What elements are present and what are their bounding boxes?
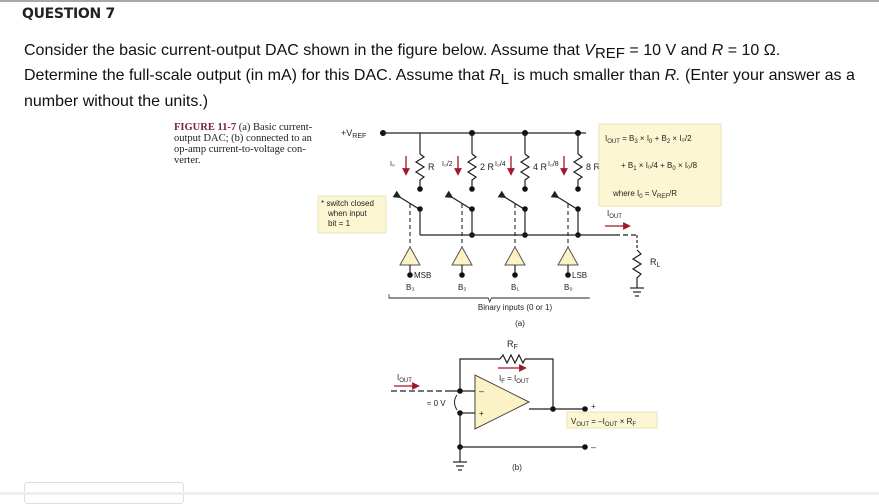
figure-caption: FIGURE 11-7 (a) Basic current-output DAC… — [174, 122, 314, 166]
branch-current-label: I₀/2 — [442, 161, 453, 168]
switch — [392, 190, 420, 210]
question-text-part: number without the units.) — [24, 93, 209, 110]
figure-label: FIGURE 11-7 — [174, 122, 237, 133]
vout-equation: VOUT = –IOUT × RF — [571, 417, 636, 428]
zero-v-arc — [454, 394, 458, 411]
op-amp — [474, 374, 531, 430]
question-text-part: Determine the full-scale output (in mA) … — [24, 67, 490, 84]
opamp-plus: + — [479, 409, 484, 418]
dac-branch: 4 R I₀/4B₁ — [495, 130, 548, 292]
question-title: QUESTION 7 — [22, 6, 115, 22]
dac-branch: 2 R I₀/2B₂ — [442, 130, 495, 292]
bit-tag: LSB — [572, 271, 587, 280]
bit-label: B₂ — [458, 283, 466, 292]
top-divider — [0, 0, 879, 2]
vref-symbol: V — [584, 42, 595, 59]
branch-current-label: I₀/4 — [495, 161, 506, 168]
resistor-label: R — [428, 162, 435, 172]
rf-resistor — [499, 353, 526, 365]
opamp-minus: – — [479, 386, 484, 396]
bit-label: B₃ — [406, 283, 415, 292]
branch-current-label: I₀/8 — [548, 161, 559, 168]
buffer-icon — [557, 245, 579, 266]
dac-figure: FIGURE 11-7 (a) Basic current-output DAC… — [165, 112, 725, 482]
question-text-part: = 10 Ω. — [723, 42, 781, 59]
rl-subscript: L — [500, 71, 509, 88]
rl-resistor — [631, 249, 643, 288]
vout-minus: – — [591, 442, 596, 452]
question-text-part: Consider the basic current-output DAC sh… — [24, 42, 585, 59]
bit-label: B₀ — [564, 283, 573, 292]
binary-inputs-label: Binary inputs (0 or 1) — [478, 303, 553, 312]
question-text-part: is much smaller than — [508, 67, 665, 84]
binary-inputs-brace — [388, 294, 590, 304]
bit-input-terminal — [459, 272, 465, 278]
resistor — [572, 153, 584, 189]
r-symbol: R — [711, 42, 724, 59]
bottom-divider — [0, 492, 879, 495]
buffer-icon — [504, 245, 526, 266]
r-symbol: R. — [664, 67, 681, 84]
resistor-label: 8 R — [586, 162, 601, 172]
resistor-label: 4 R — [533, 162, 548, 172]
switch — [550, 190, 578, 210]
formula-box — [598, 123, 722, 207]
ground-icon — [630, 287, 644, 297]
switch — [497, 190, 525, 210]
resistor — [414, 153, 426, 189]
question-text-part: (Enter your answer as a — [680, 67, 855, 84]
formula: IOUT = B3 × I0 + B2 × I₀/2 + B1 × I₀/4 +… — [605, 134, 699, 200]
bit-input-terminal — [512, 272, 518, 278]
question-text: Consider the basic current-output DAC sh… — [24, 40, 874, 113]
buffer-icon — [451, 245, 473, 266]
rl-label: RL — [650, 257, 661, 269]
vout-plus: + — [591, 402, 596, 411]
bit-label: B₁ — [511, 283, 519, 292]
switch-note-box — [317, 195, 387, 234]
buffer-icon — [399, 245, 421, 266]
rf-label: RF — [507, 339, 518, 351]
iout-label-b: IOUT — [397, 373, 412, 384]
rl-symbol: R — [489, 67, 501, 84]
circuit-diagram: +VREF * switch closed when input bit = 1… — [317, 123, 722, 472]
dac-branch: R I₀ B₃ MSB — [390, 133, 435, 292]
vout-box — [566, 411, 658, 429]
vref-label: +VREF — [341, 128, 366, 140]
question-text-part: = 10 V and — [624, 42, 712, 59]
part-b-label: (b) — [512, 463, 522, 472]
iout-label: IOUT — [607, 209, 622, 220]
dac-branch: 8 R I₀/8B₀ LSB — [548, 130, 601, 292]
bit-input-terminal — [407, 272, 413, 278]
switch — [444, 190, 472, 210]
vref-subscript: REF — [594, 45, 625, 62]
bit-input-terminal — [565, 272, 571, 278]
vout-minus-terminal — [582, 444, 588, 450]
ground-icon — [453, 461, 467, 471]
branch-current-label: I₀ — [390, 161, 395, 168]
vout-plus-terminal — [582, 406, 588, 412]
resistor-label: 2 R — [480, 162, 495, 172]
part-a-label: (a) — [515, 319, 525, 328]
zero-v-label: ≈ 0 V — [427, 399, 446, 408]
figure-caption-text: (a) Basic current-output DAC; (b) connec… — [174, 122, 313, 166]
bit-tag: MSB — [414, 271, 431, 280]
resistor — [466, 153, 478, 189]
switch-note: * switch closed when input bit = 1 — [321, 199, 376, 228]
if-label: IF = IOUT — [499, 374, 529, 385]
resistor — [519, 153, 531, 189]
